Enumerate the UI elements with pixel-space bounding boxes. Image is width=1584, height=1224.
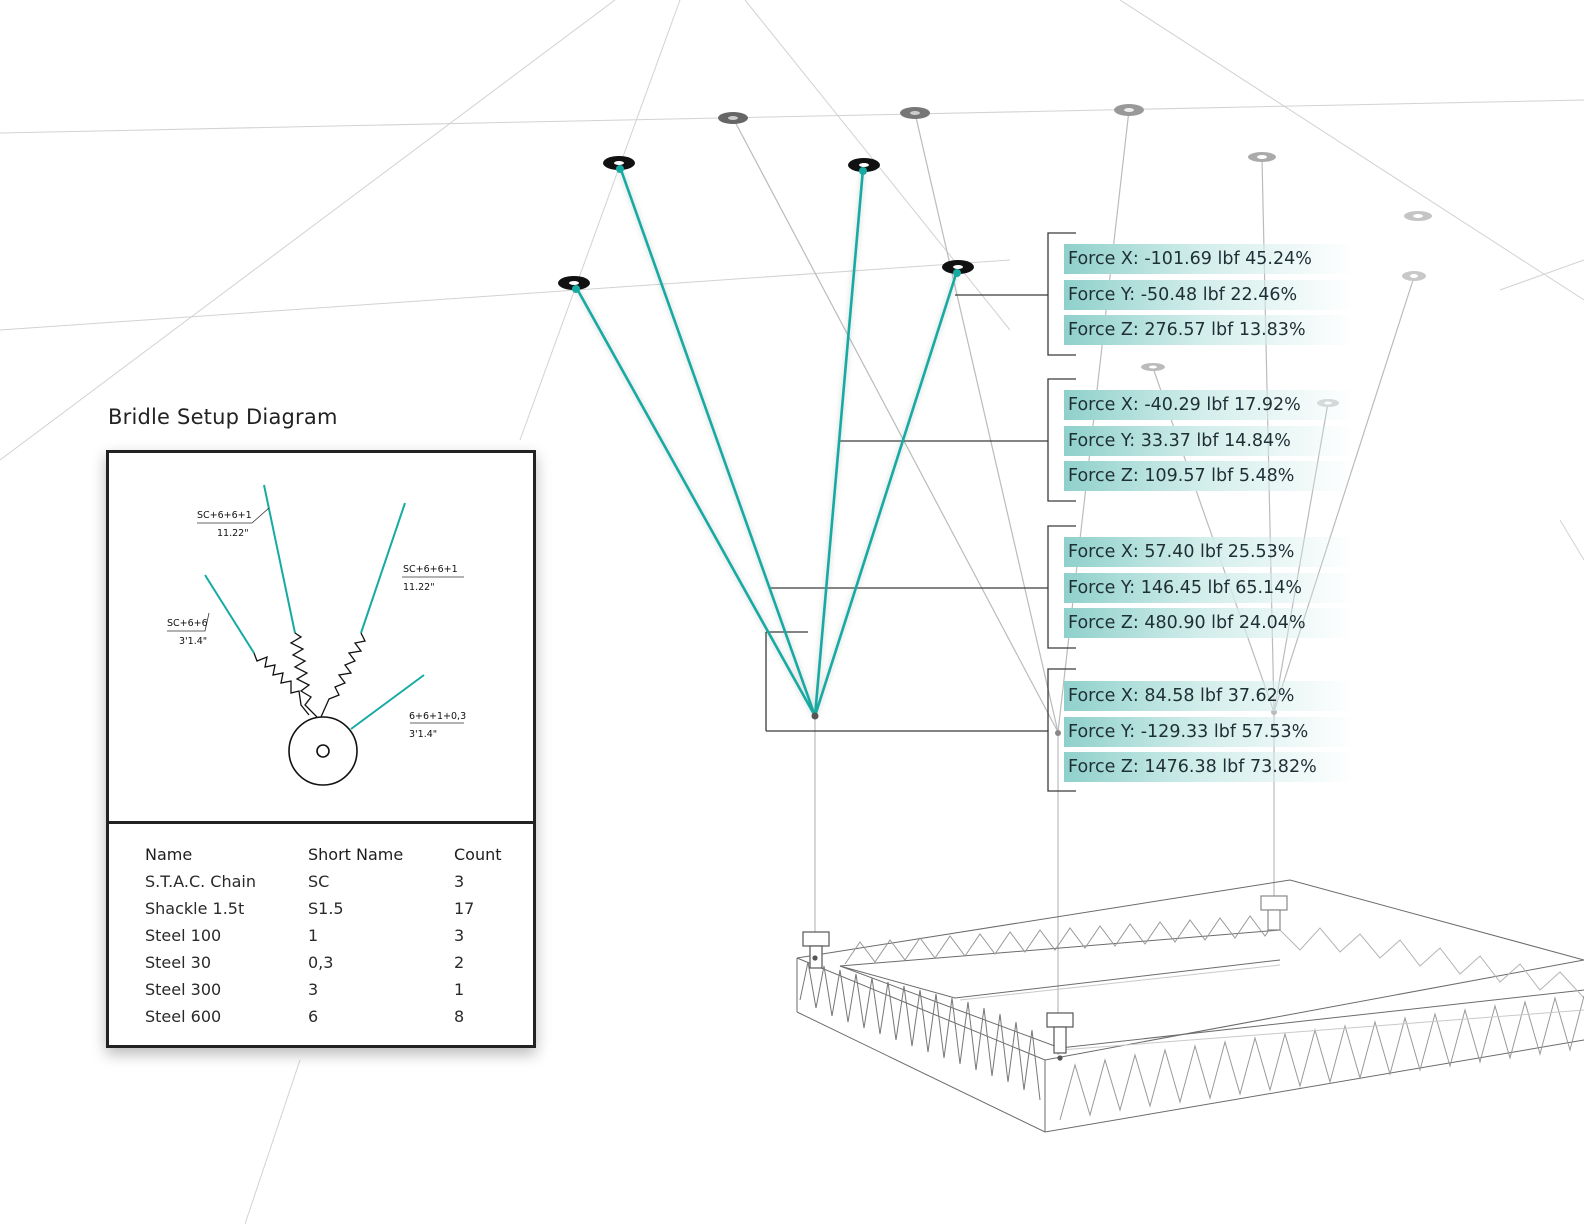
- hoist-blocks: [802, 895, 1288, 1054]
- bridle-label-4-length: 3'1.4": [409, 729, 437, 740]
- force-y-label: Force Y: -129.33 lbf 57.53%: [1064, 716, 1354, 747]
- cell-count: 2: [454, 953, 465, 972]
- bridle-label-2-length: 11.22": [403, 582, 435, 593]
- cell-count: 3: [454, 926, 465, 945]
- label-leaders: [167, 507, 464, 724]
- table-row: Steel 300 3 1: [145, 980, 515, 1007]
- ceiling-anchors-active: [558, 156, 974, 293]
- force-group-2: Force X: -40.29 lbf 17.92% Force Y: 33.3…: [1064, 390, 1354, 497]
- cell-count: 1: [454, 980, 465, 999]
- bridle-diagram: SC+6+6+1 11.22" SC+6+6+1 11.22" SC+6+6 3…: [167, 484, 466, 786]
- table-row: S.T.A.C. Chain SC 3: [145, 872, 515, 899]
- bridle-label-1-name: SC+6+6+1: [197, 510, 252, 521]
- force-group-3: Force X: 57.40 lbf 25.53% Force Y: 146.4…: [1064, 537, 1354, 644]
- force-z-label: Force Z: 480.90 lbf 24.04%: [1064, 608, 1354, 639]
- bridle-label-4-name: 6+6+1+0,3: [409, 711, 466, 722]
- hoist-circle-icon: [288, 716, 358, 786]
- force-y-label: Force Y: -50.48 lbf 22.46%: [1064, 279, 1354, 310]
- force-x-label: Force X: -101.69 lbf 45.24%: [1064, 244, 1354, 274]
- bridle-setup-card: SC+6+6+1 11.22" SC+6+6+1 11.22" SC+6+6 3…: [106, 450, 536, 1048]
- force-x-label: Force X: 57.40 lbf 25.53%: [1064, 537, 1354, 567]
- force-group-4: Force X: 84.58 lbf 37.62% Force Y: -129.…: [1064, 681, 1354, 788]
- table-header: Name Short Name Count: [145, 845, 515, 872]
- table-row: Steel 30 0,3 2: [145, 953, 515, 980]
- bridle-apex-icon: [811, 712, 819, 720]
- rig-point-icon: [1055, 730, 1061, 736]
- table-row: Shackle 1.5t S1.5 17: [145, 899, 515, 926]
- cell-name: Steel 30: [145, 953, 212, 972]
- card-divider: [109, 821, 533, 824]
- force-z-label: Force Z: 1476.38 lbf 73.82%: [1064, 752, 1354, 783]
- cell-short-name: 3: [308, 980, 319, 999]
- cell-count: 3: [454, 872, 465, 891]
- bridle-leg-2: [360, 502, 406, 634]
- cell-short-name: 6: [308, 1007, 319, 1026]
- header-count: Count: [454, 845, 502, 864]
- force-z-label: Force Z: 109.57 lbf 5.48%: [1064, 461, 1354, 492]
- cell-count: 17: [454, 899, 475, 918]
- cell-name: Shackle 1.5t: [145, 899, 245, 918]
- hoist-hook-icon: [316, 744, 330, 758]
- table-row: Steel 100 1 3: [145, 926, 515, 953]
- bridle-leg-1: [263, 484, 296, 634]
- cell-short-name: 1: [308, 926, 319, 945]
- force-x-label: Force X: 84.58 lbf 37.62%: [1064, 681, 1354, 711]
- force-y-label: Force Y: 33.37 lbf 14.84%: [1064, 425, 1354, 456]
- bridle-leg-3: [204, 574, 255, 654]
- cell-name: Steel 600: [145, 1007, 222, 1026]
- truss-frame: [796, 879, 1584, 1133]
- cell-short-name: SC: [308, 872, 330, 891]
- header-short-name: Short Name: [308, 845, 404, 864]
- cell-name: Steel 100: [145, 926, 222, 945]
- force-x-label: Force X: -40.29 lbf 17.92%: [1064, 390, 1354, 420]
- truss-left: [799, 961, 1041, 1101]
- force-group-1: Force X: -101.69 lbf 45.24% Force Y: -50…: [1064, 244, 1354, 351]
- bridle-label-1-length: 11.22": [217, 528, 249, 539]
- truss-back: [844, 913, 1281, 965]
- cell-name: Steel 300: [145, 980, 222, 999]
- diagram-title: Bridle Setup Diagram: [108, 405, 338, 429]
- bridle-label-3-name: SC+6+6: [167, 618, 208, 629]
- cell-short-name: S1.5: [308, 899, 344, 918]
- cell-name: S.T.A.C. Chain: [145, 872, 256, 891]
- table-row: Steel 600 6 8: [145, 1007, 515, 1034]
- parts-table: Name Short Name Count S.T.A.C. Chain SC …: [145, 845, 515, 1034]
- bridle-leg-4: [350, 674, 425, 730]
- bridle-leg-lines: [574, 166, 959, 717]
- cell-short-name: 0,3: [308, 953, 334, 972]
- label-leaders: [765, 232, 1076, 792]
- cell-count: 8: [454, 1007, 465, 1026]
- chain-segments: [253, 632, 366, 718]
- force-y-label: Force Y: 146.45 lbf 65.14%: [1064, 572, 1354, 603]
- bridle-label-2-name: SC+6+6+1: [403, 564, 458, 575]
- truss-right: [1279, 927, 1584, 999]
- force-z-label: Force Z: 276.57 lbf 13.83%: [1064, 315, 1354, 346]
- bridle-label-3-length: 3'1.4": [179, 636, 207, 647]
- header-name: Name: [145, 845, 193, 864]
- bridle-legs: [573, 165, 960, 720]
- truss-front: [1059, 995, 1584, 1121]
